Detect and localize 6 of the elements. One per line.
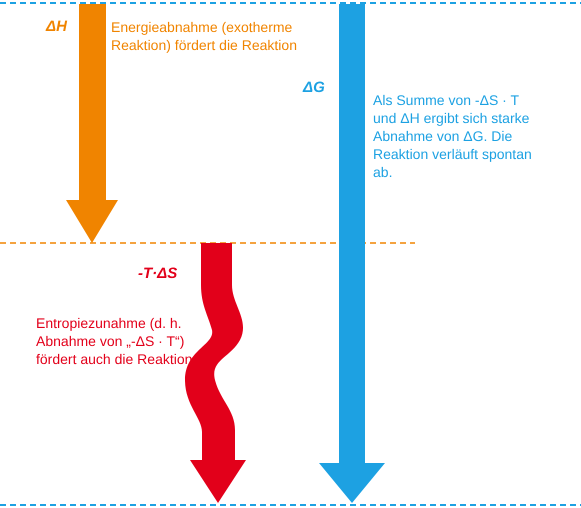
delta-g-label: ΔG — [303, 79, 326, 97]
delta-h-label: ΔH — [46, 18, 68, 36]
annotation-text: Entropiezunahme (d. h. Abnahme von „-ΔS · T“) fördert auch die Reaktion — [36, 314, 194, 368]
entropy-term-label: -T·ΔS — [138, 265, 178, 283]
annotation-text: Als Summe von -ΔS · T und ΔH ergibt sich starke Abnahme von ΔG. Die Reaktion verläuft spontan ab. — [373, 91, 533, 181]
annotation-text: Energieabnahme (exotherme Reaktion) fördert die Reaktion — [111, 18, 298, 54]
